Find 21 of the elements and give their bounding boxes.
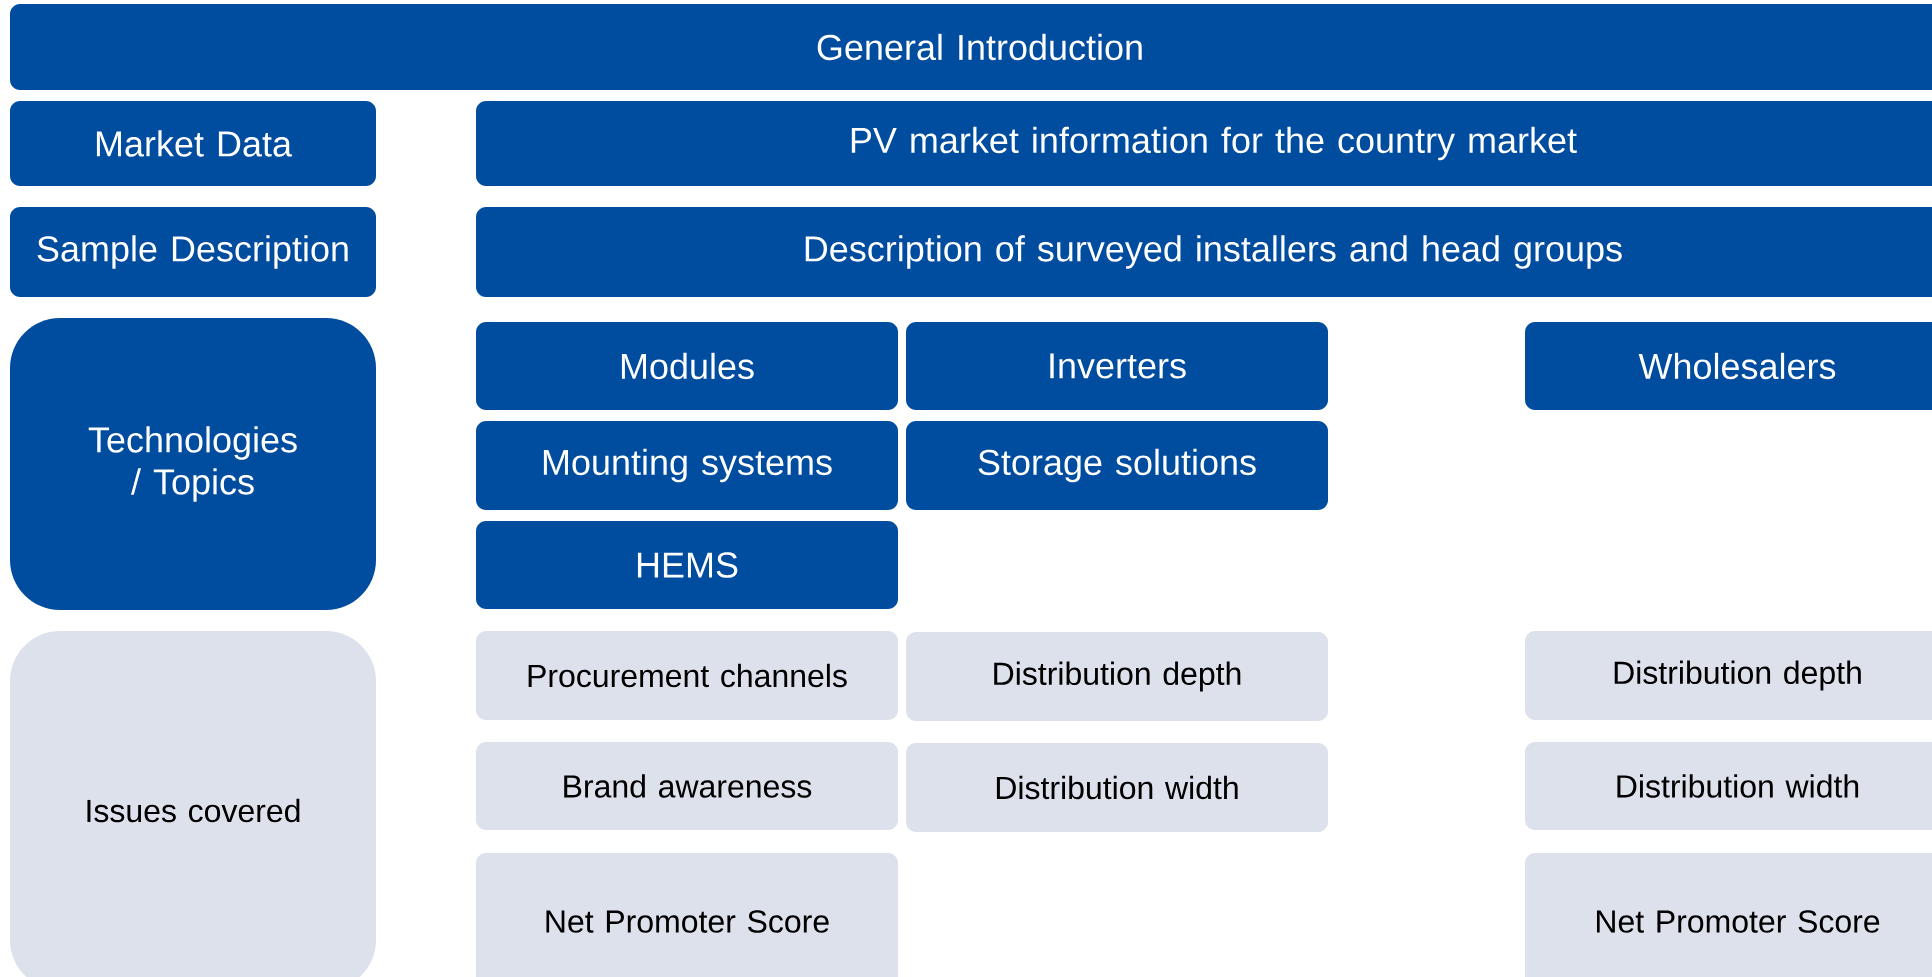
- header-band: Description of surveyed installers and head groups: [476, 207, 1932, 297]
- header-band: PV market information for the country market: [476, 101, 1932, 186]
- header-band: Storage solutions: [906, 421, 1328, 510]
- topic-box: Distribution depth: [1525, 631, 1932, 720]
- header-band: Sample Description: [10, 207, 376, 297]
- topic-box: Distribution depth: [906, 632, 1328, 721]
- header-band: Market Data: [10, 101, 376, 186]
- topic-box: Issues covered: [10, 631, 376, 977]
- topic-box: Distribution width: [1525, 742, 1932, 830]
- topic-box: Distribution width: [906, 743, 1328, 832]
- header-band: General Introduction: [10, 4, 1932, 90]
- header-band: HEMS: [476, 521, 898, 609]
- topic-box: Net Promoter Score: [1525, 853, 1932, 977]
- header-band: Technologies / Topics: [10, 318, 376, 610]
- header-band: Inverters: [906, 322, 1328, 410]
- topic-box: Procurement channels: [476, 631, 898, 720]
- topic-box: Net Promoter Score: [476, 853, 898, 977]
- header-band: Modules: [476, 322, 898, 410]
- topic-box: Brand awareness: [476, 742, 898, 830]
- header-band: Wholesalers: [1525, 322, 1932, 410]
- header-band: Mounting systems: [476, 421, 898, 510]
